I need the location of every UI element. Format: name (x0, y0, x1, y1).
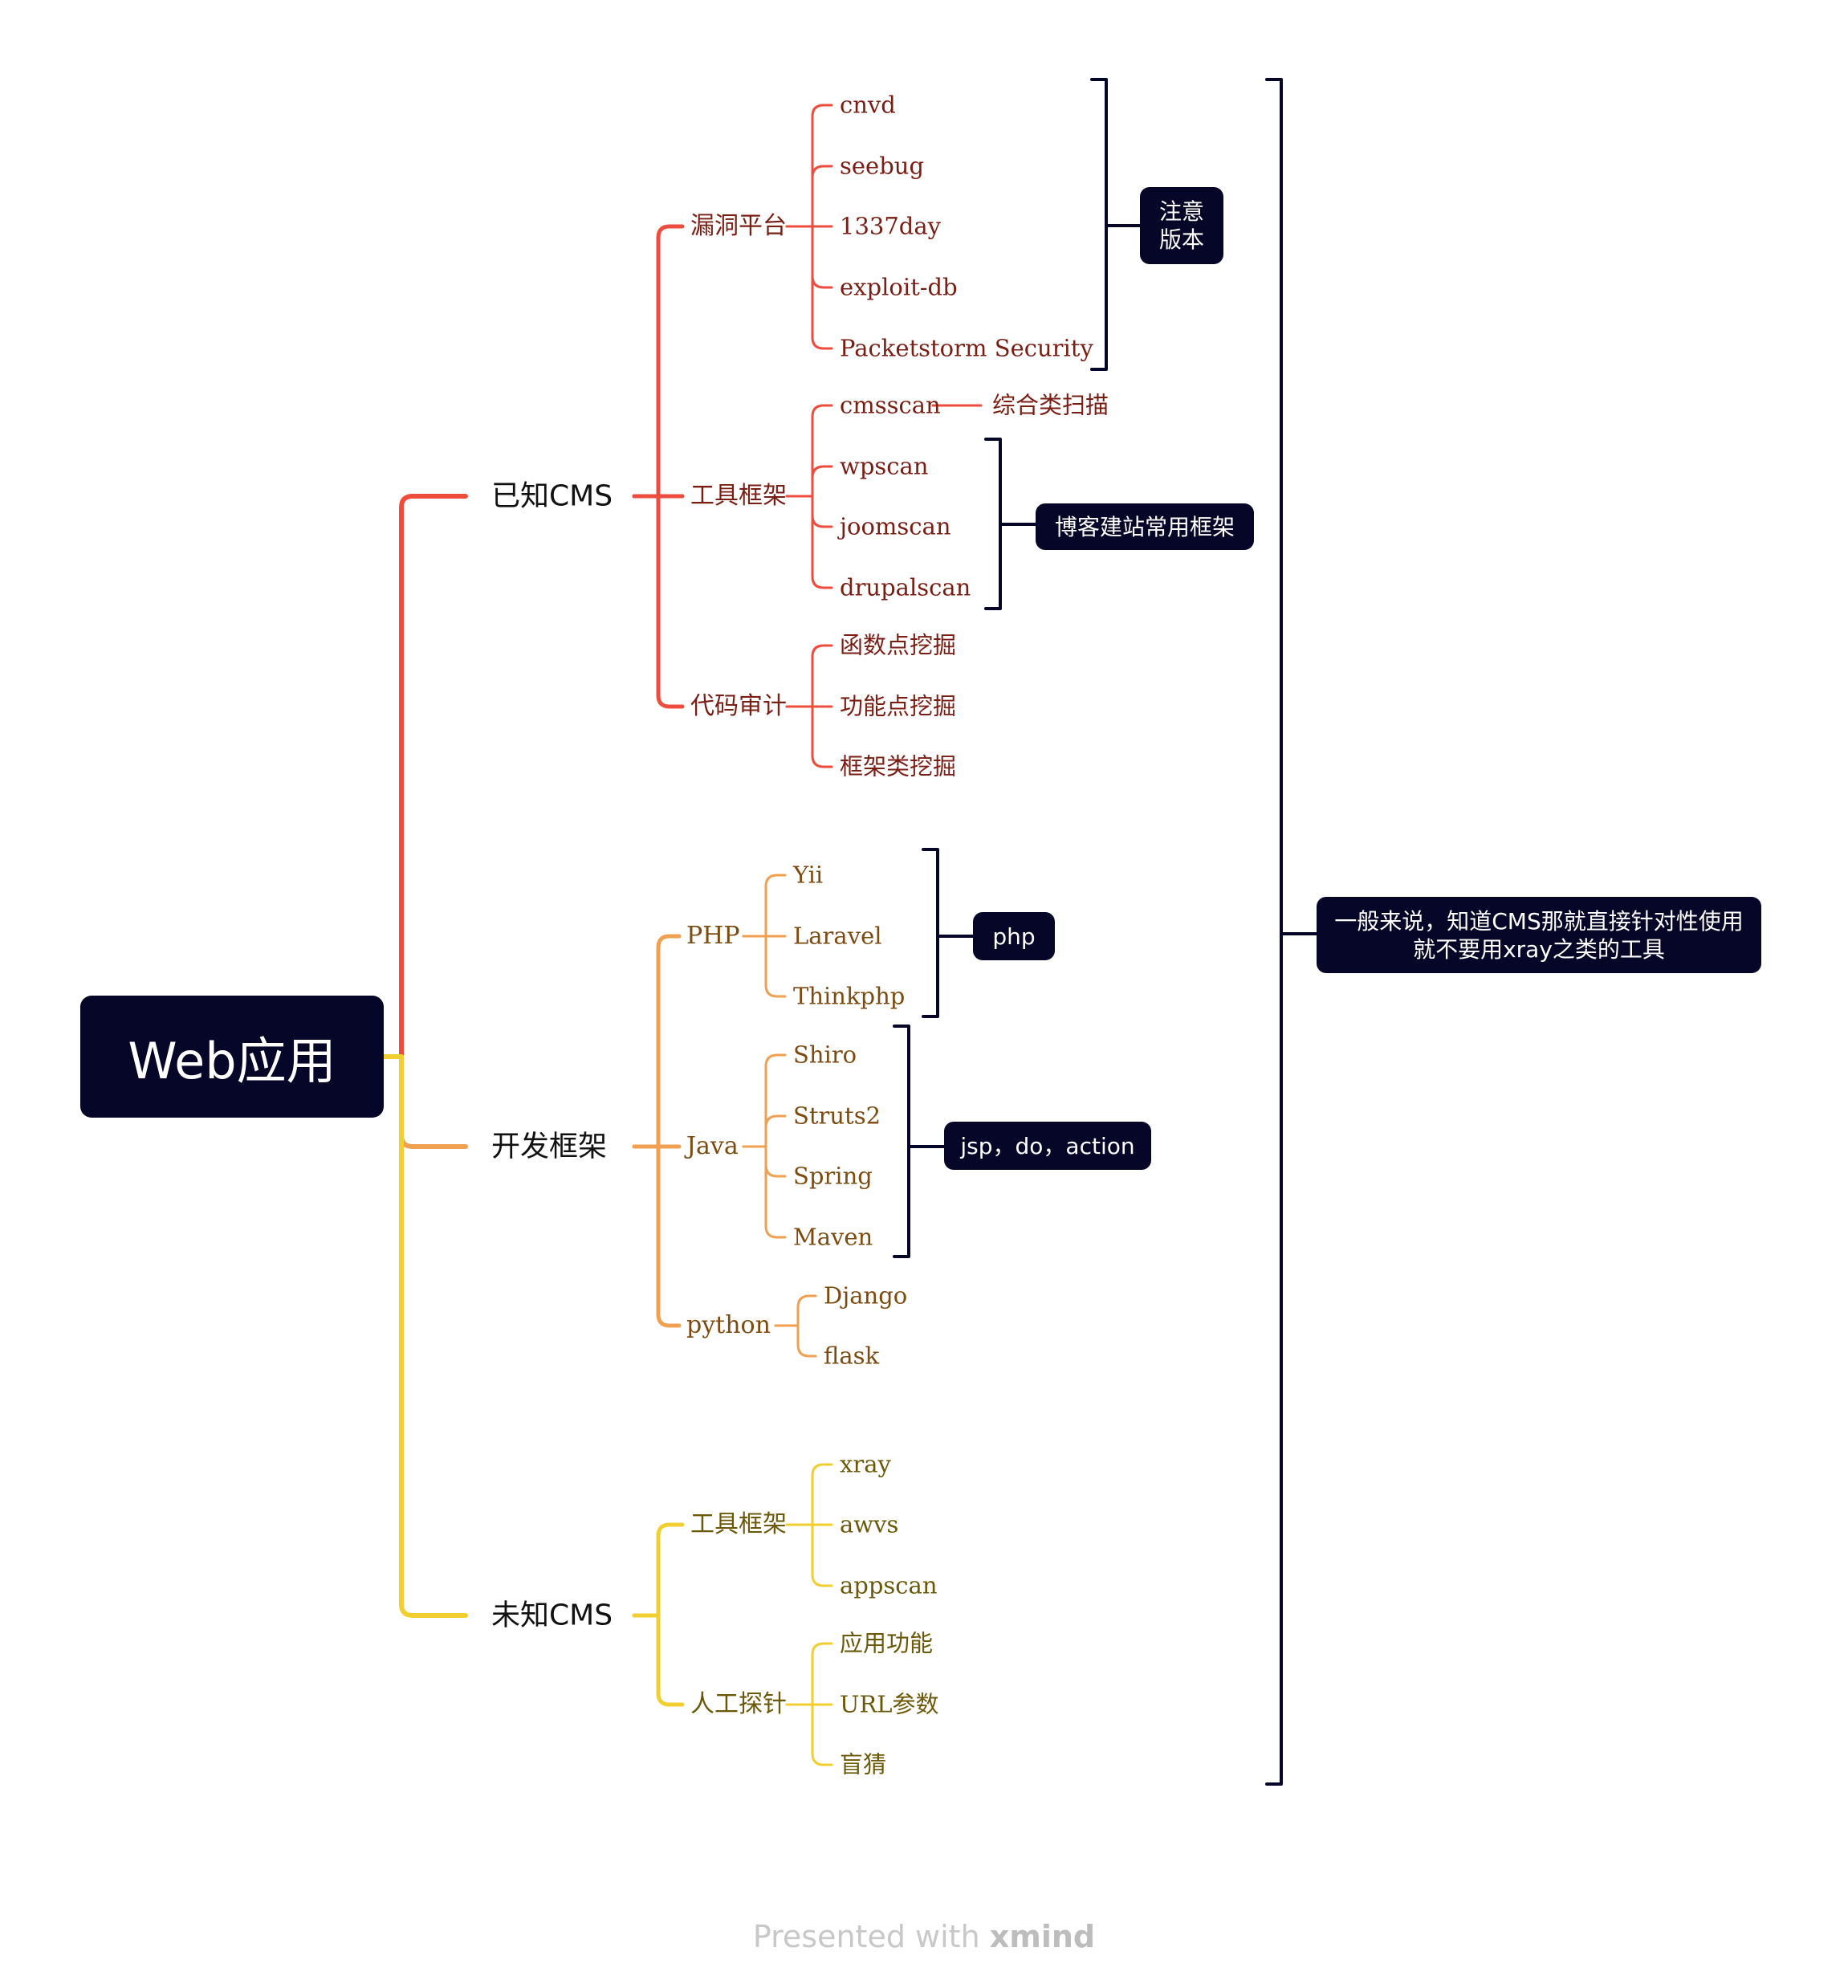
connector-tool-known-3 (785, 495, 833, 589)
connector-unknown-1 (632, 1613, 685, 1707)
leaf-maven[interactable]: Maven (793, 1223, 873, 1251)
leaf-cnvd[interactable]: cnvd (840, 91, 896, 119)
connector-tool-unknown-2 (785, 1523, 833, 1587)
topic-dev-framework[interactable]: 开发框架 (491, 1130, 608, 1163)
root-topic[interactable]: Web应用 (80, 996, 384, 1118)
topic-known-cms[interactable]: 已知CMS (491, 479, 613, 513)
leaf-seebug[interactable]: seebug (840, 152, 925, 180)
leaf-function-point[interactable]: 函数点挖掘 (840, 631, 957, 659)
leaf-general-scan[interactable]: 综合类扫描 (992, 391, 1109, 419)
connector-root-known-cms (381, 494, 468, 1059)
leaf-flask[interactable]: flask (824, 1342, 880, 1370)
connector-tool-unknown-0 (785, 1463, 833, 1526)
leaf-url-params[interactable]: URL参数 (840, 1690, 939, 1718)
leaf-blind-guess[interactable]: 盲猜 (840, 1750, 887, 1778)
leaf-appscan[interactable]: appscan (840, 1571, 938, 1599)
connector-java-2 (742, 1145, 787, 1178)
leaf-struts2[interactable]: Struts2 (793, 1102, 881, 1130)
topic-python[interactable]: python (686, 1311, 771, 1339)
topic-code-audit[interactable]: 代码审计 (690, 692, 787, 720)
summary-version-bracket (1090, 78, 1108, 371)
connector-java-1 (742, 1114, 787, 1148)
connector-php-2 (742, 935, 787, 998)
connector-audit-2 (785, 705, 833, 768)
topic-tool-framework-unknown[interactable]: 工具框架 (690, 1510, 787, 1538)
leaf-django[interactable]: Django (824, 1281, 908, 1310)
summary-java-bracket (893, 1025, 910, 1258)
leaf-packetstorm[interactable]: Packetstorm Security (840, 334, 1093, 362)
connector-vuln-0 (785, 104, 833, 228)
connector-python-0 (774, 1294, 817, 1327)
connector-audit-0 (785, 644, 833, 708)
leaf-app-function[interactable]: 应用功能 (840, 1629, 934, 1657)
leaf-laravel[interactable]: Laravel (793, 922, 882, 950)
leaf-feature-point[interactable]: 功能点挖掘 (840, 692, 957, 720)
connector-vuln-3 (785, 225, 833, 289)
leaf-thinkphp[interactable]: Thinkphp (793, 982, 906, 1010)
summary-blog-bracket (984, 438, 1002, 610)
leaf-framework-class[interactable]: 框架类挖掘 (840, 752, 957, 780)
connector-java-0 (742, 1053, 787, 1148)
leaf-shiro[interactable]: Shiro (793, 1041, 857, 1069)
xmind-watermark: Presented with xmind (752, 1919, 1096, 1954)
connector-tool-known-0 (785, 404, 833, 498)
leaf-drupalscan[interactable]: drupalscan (840, 573, 971, 601)
connector-php-0 (742, 874, 787, 938)
leaf-awvs[interactable]: awvs (840, 1510, 899, 1538)
connector-tool-known-1 (785, 465, 833, 498)
note-blog-framework[interactable]: 博客建站常用框架 (1036, 503, 1254, 550)
connector-root-unknown-cms (381, 1054, 468, 1618)
connector-known-2 (632, 494, 685, 709)
note-java-ext[interactable]: jsp，do，action (944, 1122, 1151, 1170)
connector-manual-2 (785, 1703, 833, 1766)
leaf-cmsscan[interactable]: cmsscan (840, 391, 941, 419)
connector-unknown-0 (632, 1522, 685, 1618)
topic-java[interactable]: Java (686, 1132, 739, 1160)
connector-tool-known-2 (785, 495, 833, 528)
summary-all-bracket (1265, 78, 1283, 1786)
connector-vuln-4 (785, 225, 833, 350)
connector-manual-0 (785, 1642, 833, 1706)
note-summary[interactable]: 一般来说，知道CMS那就直接针对性使用 就不要用xray之类的工具 (1317, 897, 1761, 973)
note-version[interactable]: 注意 版本 (1140, 187, 1223, 264)
topic-unknown-cms[interactable]: 未知CMS (491, 1599, 613, 1632)
topic-vuln-platform[interactable]: 漏洞平台 (690, 212, 787, 240)
summary-php-bracket (922, 848, 939, 1018)
leaf-yii[interactable]: Yii (793, 861, 824, 889)
connector-python-1 (774, 1324, 817, 1358)
leaf-xray[interactable]: xray (840, 1450, 891, 1478)
leaf-exploit-db[interactable]: exploit-db (840, 273, 958, 301)
connector-vuln-1 (785, 165, 833, 228)
connector-root-dev-framework (381, 1054, 468, 1149)
connector-dev-2 (632, 1144, 682, 1328)
leaf-1337day[interactable]: 1337day (840, 212, 942, 240)
leaf-spring[interactable]: Spring (793, 1162, 873, 1190)
connector-dev-0 (632, 934, 682, 1149)
leaf-joomscan[interactable]: joomscan (840, 512, 951, 540)
note-php[interactable]: php (973, 912, 1055, 960)
connector-known-0 (632, 224, 685, 499)
topic-manual-probe[interactable]: 人工探针 (690, 1690, 787, 1718)
leaf-wpscan[interactable]: wpscan (840, 452, 929, 480)
topic-tool-framework-known[interactable]: 工具框架 (690, 482, 787, 510)
connector-java-3 (742, 1145, 787, 1239)
topic-php[interactable]: PHP (686, 922, 740, 950)
